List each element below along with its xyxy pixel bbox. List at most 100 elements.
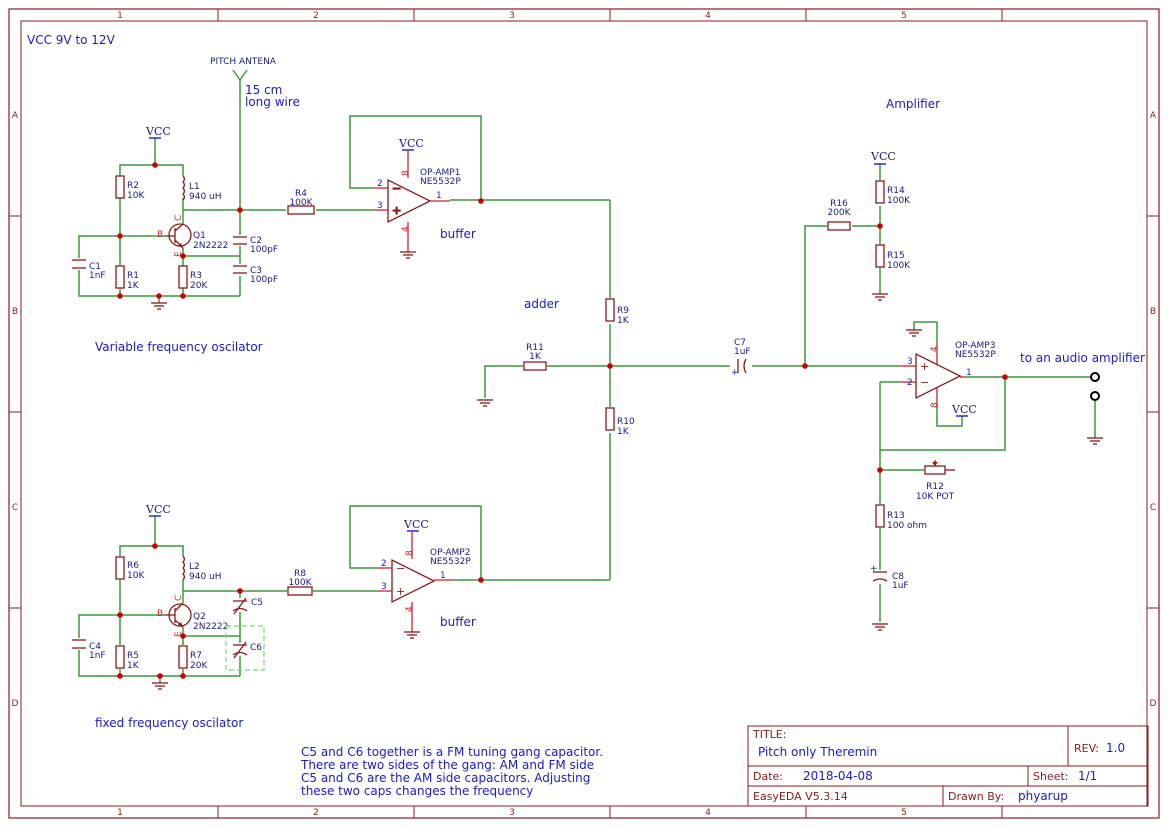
grid-labels: 1 2 3 4 5 1 2 3 4 5 A B C D A B C D [12, 11, 1157, 818]
svg-text:C3: C3 [250, 266, 262, 276]
svg-text:R13: R13 [887, 511, 905, 521]
svg-text:R5: R5 [127, 651, 139, 661]
vcc-symbol-osc1: VCC [145, 125, 171, 139]
svg-text:100 ohm: 100 ohm [887, 521, 927, 531]
ground-symbols [151, 222, 1103, 690]
grid-col-5: 5 [901, 11, 907, 21]
output-terminals [1090, 372, 1100, 401]
audio-amplifier-label: to an audio amplifier [1020, 351, 1145, 365]
svg-text:C2: C2 [250, 236, 262, 246]
svg-text:100K: 100K [887, 261, 911, 271]
grid-row-b: B [12, 307, 18, 317]
junction-dots [117, 162, 1008, 679]
svg-text:−: − [920, 376, 929, 389]
svg-text:10K: 10K [127, 571, 145, 581]
opamp-1: − + 2 3 1 8 4 OP-AMP1 NE5532P [374, 168, 461, 232]
vcc-label-osc1: VCC [145, 125, 171, 138]
svg-text:1K: 1K [617, 316, 630, 326]
vcc-symbol-amp: VCC [870, 150, 896, 165]
svg-text:R6: R6 [127, 561, 139, 571]
svg-text:1uF: 1uF [892, 581, 909, 591]
grid-row-c: C [12, 503, 18, 513]
svg-text:Q2: Q2 [193, 612, 206, 622]
vcc-label-amp: VCC [870, 150, 896, 163]
svg-text:L2: L2 [189, 562, 200, 572]
svg-text:E: E [174, 631, 184, 637]
title-block: TITLE: Pitch only Theremin REV: 1.0 Date… [747, 725, 1149, 807]
svg-text:8: 8 [930, 402, 940, 408]
vcc-symbol-op2: VCC [403, 518, 429, 559]
svg-text:1K: 1K [529, 352, 542, 362]
grid-col-4-bottom: 4 [705, 808, 711, 818]
grid-col-5-bottom: 5 [901, 808, 907, 818]
antenna-length-note: 15 cm [245, 83, 282, 97]
svg-text:100pF: 100pF [250, 275, 278, 285]
antenna-label: PITCH ANTENA [210, 57, 277, 67]
svg-text:R15: R15 [887, 251, 905, 261]
transistor-q2: B C E Q2 2N2222 [157, 595, 228, 637]
svg-text:940 uH: 940 uH [189, 192, 222, 202]
svg-text:10K POT: 10K POT [916, 492, 955, 502]
svg-text:R11: R11 [526, 343, 544, 353]
svg-text:1nF: 1nF [89, 651, 106, 661]
svg-text:1K: 1K [127, 281, 140, 291]
svg-text:4: 4 [930, 346, 940, 352]
gang-note-line-4: these two caps changes the frequency [301, 784, 533, 798]
svg-text:4: 4 [405, 606, 415, 612]
amplifier-label: Amplifier [886, 97, 940, 111]
grid-row-a-right: A [1150, 111, 1157, 121]
vcc-symbol-osc2: VCC [145, 503, 171, 517]
svg-text:1: 1 [440, 571, 446, 581]
gang-note-line-1: C5 and C6 together is a FM tuning gang c… [301, 745, 603, 759]
svg-text:C8: C8 [892, 572, 904, 582]
vcc-label-osc2: VCC [145, 503, 171, 516]
sheet-label: Sheet: [1033, 770, 1069, 783]
vcc-symbol-op1: VCC [398, 137, 424, 178]
sheet-value: 1/1 [1078, 769, 1097, 783]
title-label: TITLE: [752, 728, 786, 741]
svg-text:2: 2 [377, 179, 383, 189]
pitch-antenna: PITCH ANTENA [210, 57, 277, 82]
rev-label: REV: [1074, 742, 1099, 755]
gang-note-line-2: There are two sides of the gang: AM and … [300, 758, 594, 772]
grid-row-c-right: C [1150, 503, 1156, 513]
vcc-range-note: VCC 9V to 12V [27, 33, 116, 47]
svg-text:NE5532P: NE5532P [955, 350, 996, 360]
svg-text:R7: R7 [190, 651, 202, 661]
svg-text:2N2222: 2N2222 [193, 241, 228, 251]
svg-text:100K: 100K [289, 198, 313, 208]
antenna-wire-note: long wire [245, 95, 300, 109]
svg-text:C1: C1 [89, 262, 101, 272]
grid-row-b-right: B [1150, 307, 1156, 317]
potentiometer-r12: R12 10K POT [916, 460, 955, 502]
svg-text:+: + [920, 360, 929, 373]
svg-text:C5: C5 [251, 598, 263, 608]
svg-text:1: 1 [966, 368, 972, 378]
svg-text:R3: R3 [190, 271, 202, 281]
gang-capacitor-note: C5 and C6 together is a FM tuning gang c… [300, 745, 603, 798]
opamp-3: + − 3 2 1 4 8 OP-AMP3 NE5532P [900, 341, 996, 408]
svg-text:E: E [174, 251, 184, 257]
sheet-frame [8, 8, 1160, 819]
svg-text:−: − [392, 182, 401, 195]
svg-text:R9: R9 [617, 306, 629, 316]
svg-text:100K: 100K [887, 196, 911, 206]
title-value: Pitch only Theremin [758, 745, 877, 759]
svg-text:1uF: 1uF [734, 347, 751, 357]
svg-text:R12: R12 [926, 482, 944, 492]
adder-label: adder [524, 297, 559, 311]
grid-col-1: 1 [117, 11, 123, 21]
grid-col-3-bottom: 3 [509, 808, 515, 818]
inductor-l1: L1 940 uH [182, 175, 222, 202]
